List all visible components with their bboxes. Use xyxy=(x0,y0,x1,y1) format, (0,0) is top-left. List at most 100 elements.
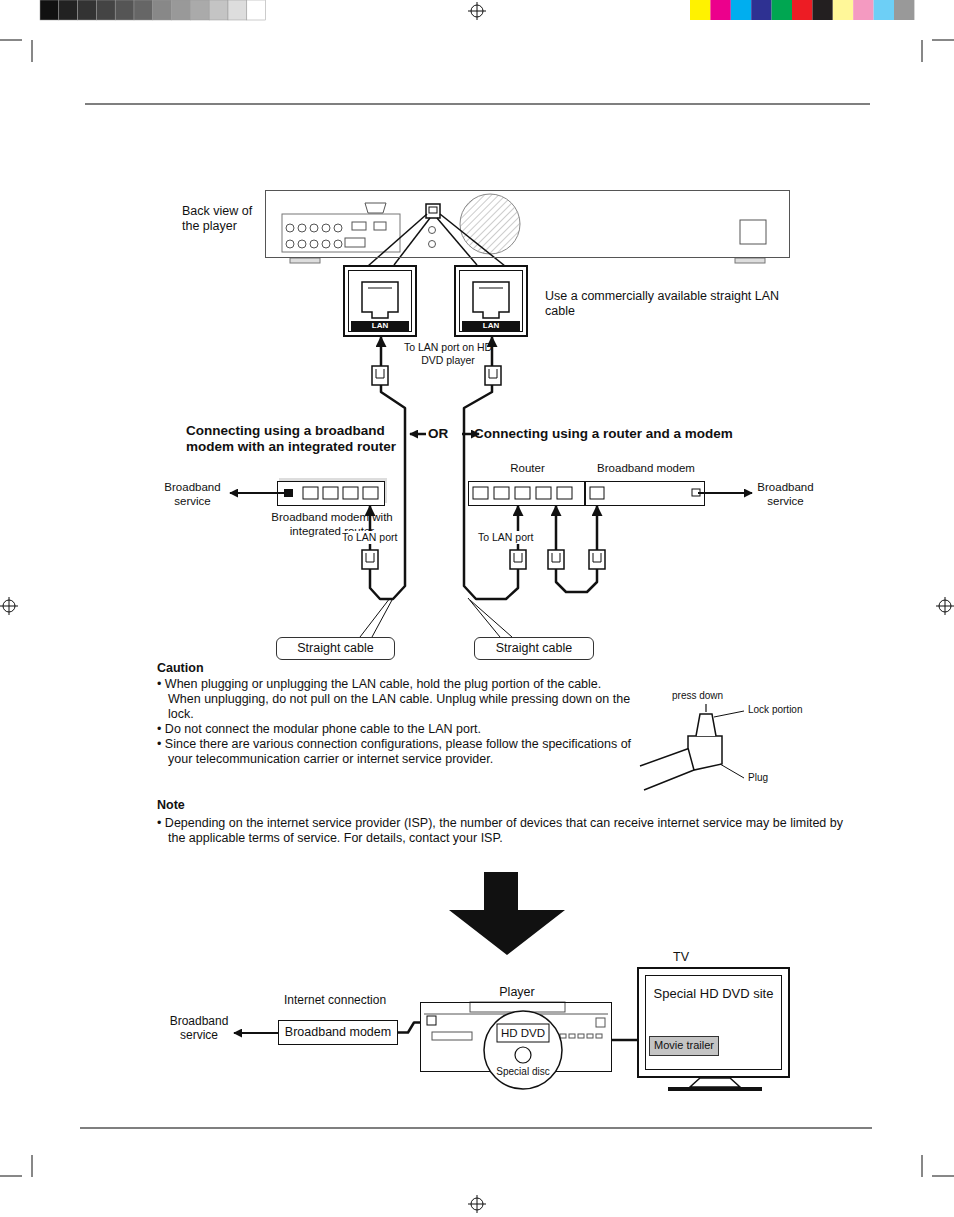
grey-bar xyxy=(247,0,266,20)
disc-circle xyxy=(484,1011,562,1089)
node-box: Straight cable xyxy=(474,637,594,660)
colour-bar xyxy=(751,0,771,20)
rj45-plug-lock xyxy=(514,553,522,562)
registration-cross xyxy=(0,597,18,615)
label-text: • When plugging or unplugging the LAN ca… xyxy=(157,677,632,722)
label-text: • Do not connect the modular phone cable… xyxy=(157,722,632,737)
node-box: Broadband modem xyxy=(585,481,705,506)
label-text: To LAN port on HD DVD player xyxy=(392,341,504,366)
disc-outline xyxy=(483,1010,563,1090)
port-dot xyxy=(429,227,436,234)
node-box: LAN xyxy=(454,265,528,337)
grey-bar xyxy=(59,0,78,20)
router-port xyxy=(473,487,488,499)
service-arrow xyxy=(230,492,284,494)
wan-port xyxy=(284,489,293,497)
rj45-plug xyxy=(548,550,564,569)
colour-bar xyxy=(731,0,751,20)
label-text: Plug xyxy=(748,772,768,784)
or-arrow xyxy=(410,433,426,436)
colour-bar xyxy=(772,0,792,20)
audio-jack xyxy=(322,224,330,232)
lan-socket-pins xyxy=(368,288,392,289)
label-text: Broadband service xyxy=(155,481,230,509)
lan-cable xyxy=(556,506,597,592)
node-text: TV xyxy=(673,950,703,965)
label-text: Caution xyxy=(157,661,204,676)
label-text: Broadband service xyxy=(160,1014,238,1043)
node-box: Movie trailer xyxy=(649,1036,719,1056)
router-port xyxy=(515,487,530,499)
rj45-plug-lock xyxy=(593,553,601,562)
node-box: Back view of the player xyxy=(265,190,790,258)
label-text: Note xyxy=(157,798,185,813)
router-port xyxy=(536,487,551,499)
zoom-line xyxy=(394,218,430,265)
player-button xyxy=(569,1034,575,1038)
lan-port xyxy=(426,204,440,218)
audio-jack xyxy=(310,224,318,232)
caution-list: • When plugging or unplugging the LAN ca… xyxy=(157,677,632,767)
coaxial-port xyxy=(374,222,386,230)
lan-socket-icon xyxy=(362,282,398,318)
disc-hole xyxy=(515,1047,531,1063)
callout-leader xyxy=(468,598,512,637)
player-port xyxy=(427,1016,436,1025)
rj45-plug-lock xyxy=(366,553,374,562)
audio-jack xyxy=(286,240,294,248)
lan-socket-icon xyxy=(473,282,509,318)
node-box: LAN xyxy=(343,265,417,337)
rj45-plug xyxy=(485,366,501,385)
label-text: Use a commercially available straight LA… xyxy=(545,289,785,319)
player-display xyxy=(432,1032,472,1040)
router-port xyxy=(303,487,318,499)
service-arrow xyxy=(234,1032,278,1034)
grey-bar xyxy=(209,0,228,20)
audio-jack xyxy=(310,240,318,248)
label-text: OR xyxy=(428,426,448,442)
press-leader xyxy=(705,704,706,712)
grey-bar xyxy=(190,0,209,20)
grey-bar xyxy=(96,0,115,20)
audio-jack xyxy=(298,240,306,248)
colour-bar xyxy=(874,0,894,20)
node-text: Player xyxy=(421,985,613,1000)
player-button xyxy=(596,1034,602,1038)
lan-cable xyxy=(612,1039,637,1042)
label-text: Broadband service xyxy=(748,481,823,509)
fan-grille xyxy=(460,194,520,254)
node-text: Straight cable xyxy=(496,641,572,656)
grey-bar xyxy=(40,0,59,20)
rj45-plug xyxy=(510,550,526,569)
crop-mark xyxy=(922,40,923,62)
node-text: LAN xyxy=(462,321,520,331)
node-box: Router xyxy=(468,481,585,506)
player-button xyxy=(596,1018,605,1027)
crop-mark xyxy=(0,1176,22,1177)
node-box: Player xyxy=(420,1002,612,1072)
router-port xyxy=(363,487,378,499)
lan-socket-pins xyxy=(479,288,503,289)
audio-jack xyxy=(298,224,306,232)
router-port xyxy=(343,487,358,499)
node-text: Movie trailer xyxy=(654,1039,714,1052)
label-text: • Depending on the internet service prov… xyxy=(157,816,847,846)
tv-base xyxy=(668,1087,762,1091)
node-text: Broadband modem with integrated router xyxy=(266,511,398,539)
crop-mark xyxy=(922,1155,923,1177)
registration-cross xyxy=(936,597,954,615)
grey-bar xyxy=(78,0,97,20)
lan-cable xyxy=(398,1023,420,1033)
node-text: LAN xyxy=(351,321,409,331)
rj45-plug xyxy=(362,550,378,569)
colour-bar xyxy=(690,0,710,20)
player-button xyxy=(578,1034,584,1038)
router-port xyxy=(323,487,338,499)
callout-leader xyxy=(360,598,392,637)
rj45-plug-lock xyxy=(552,553,560,562)
label-text: Internet connection xyxy=(284,993,386,1007)
crop-mark xyxy=(32,1155,33,1177)
lock-leader xyxy=(714,711,744,717)
